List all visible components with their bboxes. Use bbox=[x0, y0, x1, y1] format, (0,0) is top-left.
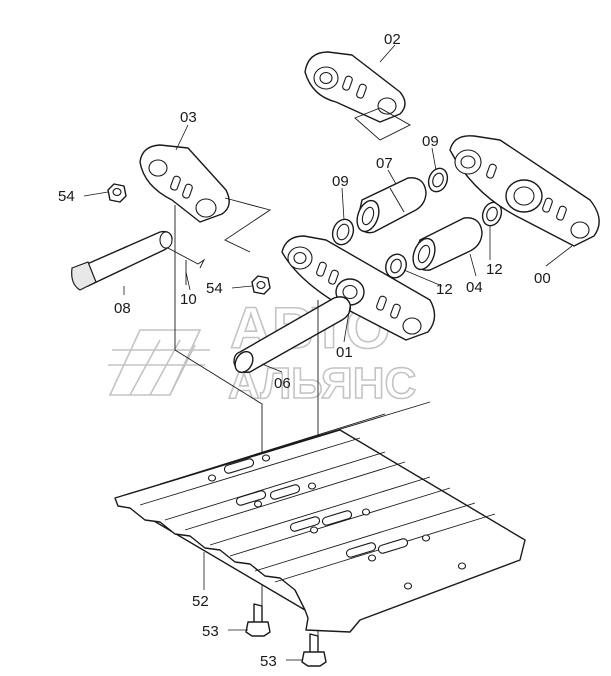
lock-pin-10 bbox=[167, 247, 206, 285]
guide-02 bbox=[354, 107, 411, 141]
bolt-53-upper bbox=[245, 603, 271, 637]
seal-09-upper bbox=[427, 167, 449, 193]
watermark-logo-icon bbox=[108, 329, 210, 396]
label-03: 03 bbox=[180, 109, 197, 126]
label-53-lower: 53 bbox=[260, 653, 277, 670]
pin-08 bbox=[71, 230, 173, 291]
nut-54-center bbox=[251, 275, 271, 295]
label-54-center: 54 bbox=[206, 280, 223, 297]
track-shoes-52 bbox=[114, 401, 526, 633]
label-54-left: 54 bbox=[58, 188, 75, 205]
shoe-holes bbox=[207, 454, 467, 590]
label-04: 04 bbox=[466, 279, 483, 296]
nut-54-left bbox=[107, 183, 127, 203]
label-53-upper: 53 bbox=[202, 623, 219, 640]
part-labels: 02 03 09 07 09 54 54 12 12 04 00 08 10 0… bbox=[58, 31, 551, 670]
label-09-lower: 09 bbox=[332, 173, 349, 190]
label-00: 00 bbox=[534, 270, 551, 287]
label-02: 02 bbox=[384, 31, 401, 48]
bolt-53-lower bbox=[301, 633, 327, 667]
label-08: 08 bbox=[114, 300, 131, 317]
watermark: АВТО АЛЬЯНС bbox=[108, 295, 417, 409]
label-52: 52 bbox=[192, 593, 209, 610]
link-03 bbox=[139, 144, 230, 223]
label-06: 06 bbox=[274, 375, 291, 392]
pin-06 bbox=[233, 296, 352, 374]
guide-03 bbox=[224, 197, 272, 253]
link-02 bbox=[304, 51, 406, 123]
label-12-middle: 12 bbox=[436, 281, 453, 298]
leader-lines bbox=[83, 44, 573, 661]
label-07: 07 bbox=[376, 155, 393, 172]
bushing-04 bbox=[412, 217, 483, 271]
label-10: 10 bbox=[180, 291, 197, 308]
label-01: 01 bbox=[336, 344, 353, 361]
bushing-07 bbox=[356, 177, 427, 234]
label-09-upper: 09 bbox=[422, 133, 439, 150]
link-00 bbox=[449, 135, 600, 247]
label-12-right: 12 bbox=[486, 261, 503, 278]
seal-09-lower bbox=[331, 218, 355, 246]
